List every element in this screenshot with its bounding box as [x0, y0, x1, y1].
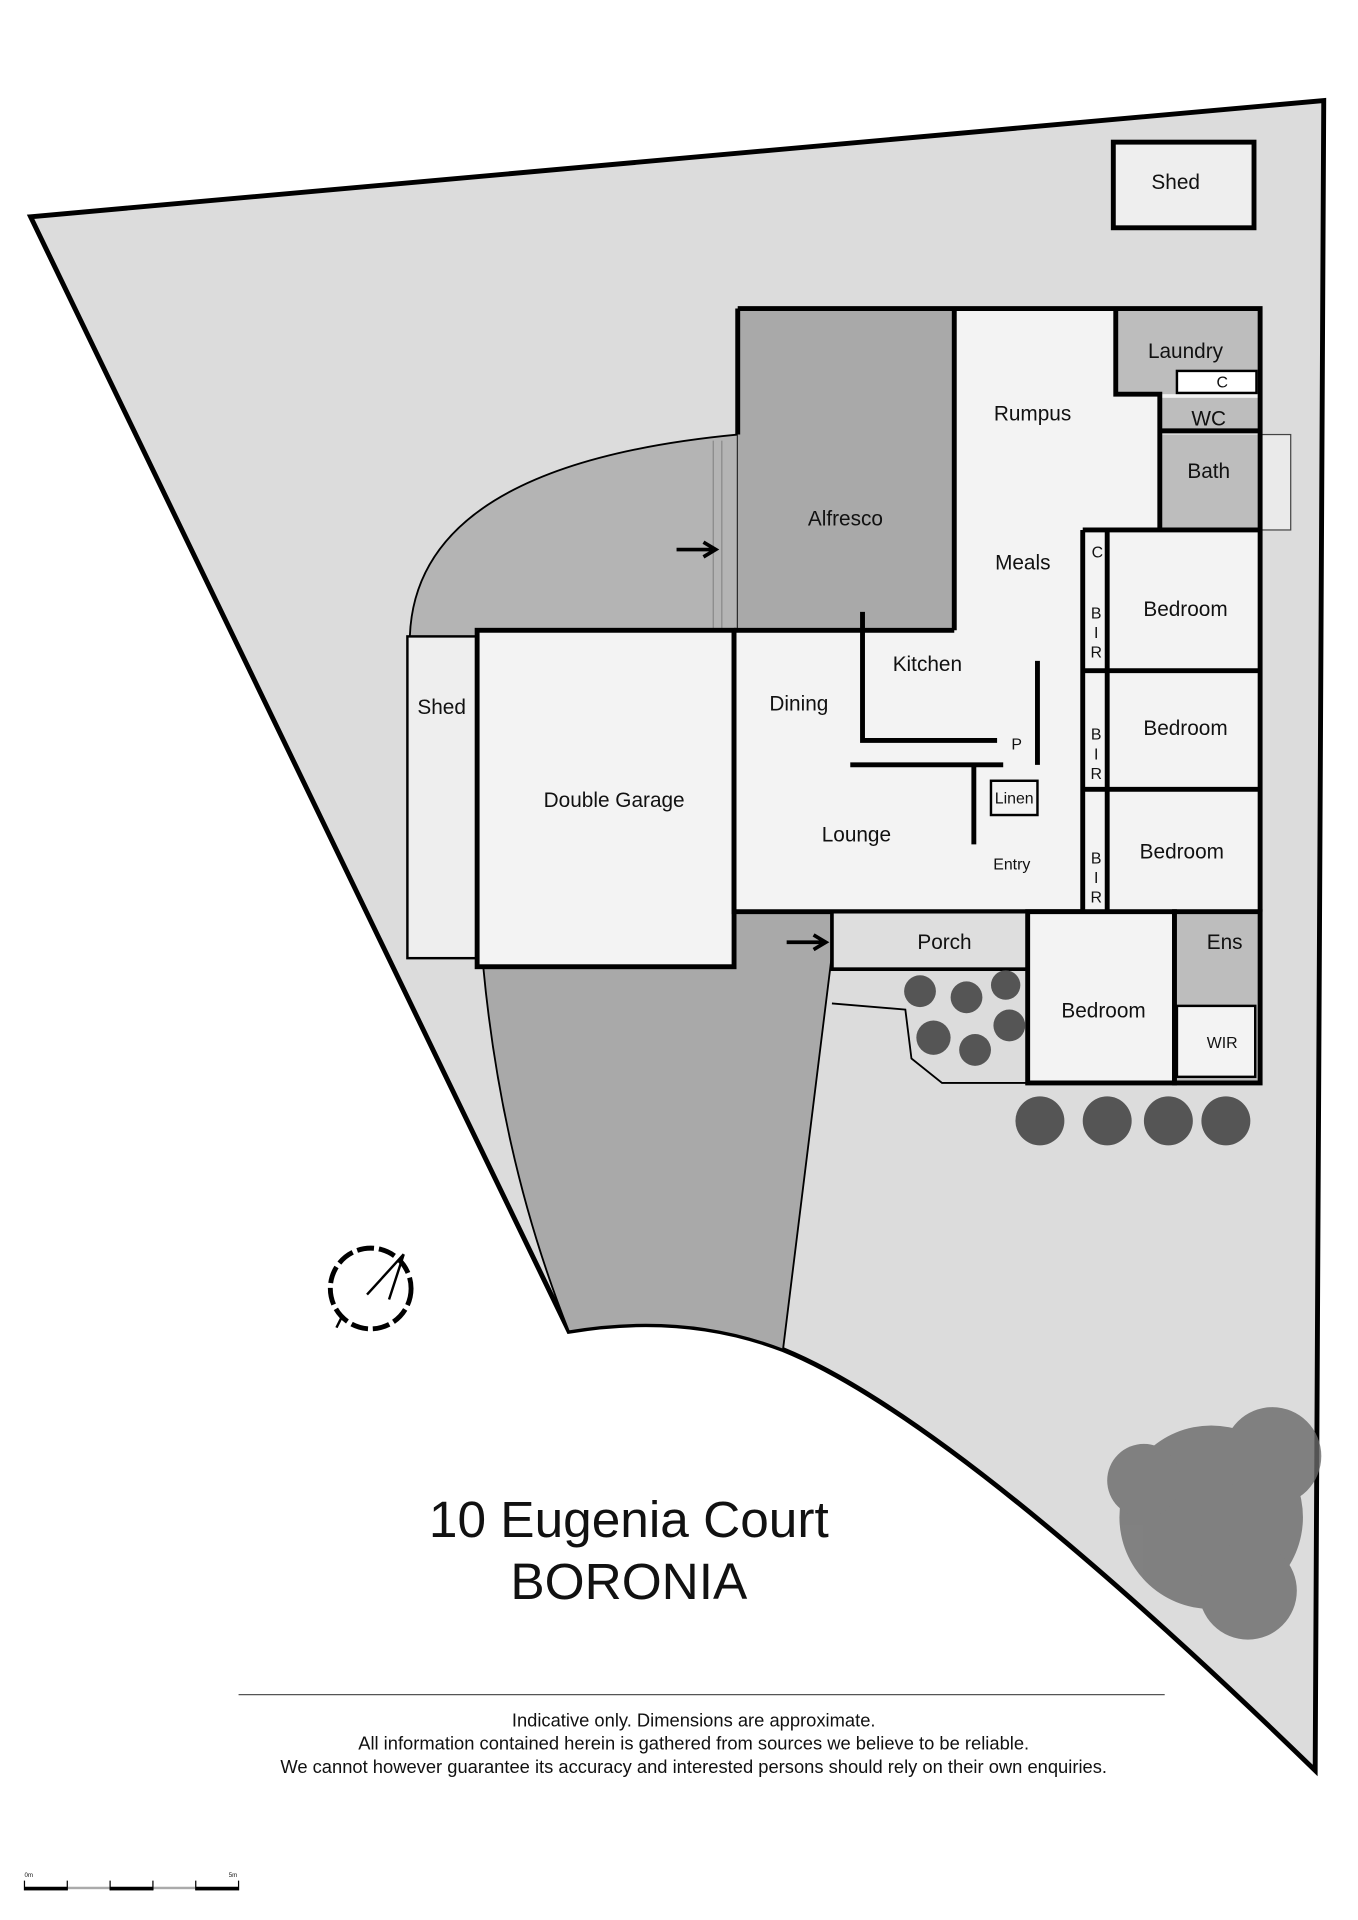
label-meals-cupboard: C: [1092, 544, 1103, 561]
label-linen: Linen: [995, 790, 1034, 807]
label-bath: Bath: [1187, 460, 1230, 483]
disclaimer-line-1: Indicative only. Dimensions are approxim…: [512, 1709, 876, 1730]
label-wir: WIR: [1207, 1035, 1238, 1052]
label-lounge: Lounge: [822, 823, 891, 846]
label-laundry-cupboard: C: [1216, 374, 1227, 391]
label-porch: Porch: [917, 931, 971, 954]
label-bedroom-1: Bedroom: [1143, 598, 1227, 621]
label-laundry: Laundry: [1148, 340, 1224, 363]
label-wc: WC: [1191, 407, 1226, 430]
scale-start: 0m: [24, 1872, 33, 1879]
label-bir-1: I: [1094, 625, 1098, 642]
label-bir-3: I: [1094, 870, 1098, 887]
label-ensuite: Ens: [1207, 931, 1243, 954]
house-interior: [734, 308, 1261, 912]
side-shed: [406, 635, 479, 960]
label-shed-top: Shed: [1151, 171, 1200, 194]
paved-area: [408, 433, 739, 638]
label-bir-3: R: [1090, 889, 1101, 906]
label-bedroom-3: Bedroom: [1140, 840, 1224, 863]
label-alfresco: Alfresco: [808, 508, 883, 531]
tree: [1107, 1407, 1322, 1640]
scale-bar: 0m 5m: [23, 1872, 240, 1891]
label-bir-1: R: [1090, 645, 1101, 662]
label-kitchen: Kitchen: [893, 653, 962, 676]
address-street: 10 Eugenia Court: [429, 1490, 829, 1548]
label-bedroom-main: Bedroom: [1061, 999, 1145, 1022]
label-bir-2: B: [1091, 727, 1102, 744]
label-bir-1: B: [1091, 606, 1102, 623]
top-shed: [1110, 139, 1257, 231]
north-arrow-icon: [327, 1245, 414, 1332]
label-bir-2: R: [1090, 766, 1101, 783]
label-meals: Meals: [995, 552, 1050, 575]
shrubs: [904, 970, 1251, 1146]
label-bir-2: I: [1094, 746, 1098, 763]
disclaimer-line-3: We cannot however guarantee its accuracy…: [280, 1756, 1107, 1777]
label-bir-3: B: [1091, 850, 1102, 867]
label-entry: Entry: [993, 856, 1030, 873]
bedroom-main-room: [1025, 909, 1177, 1086]
driveway: [482, 910, 833, 1351]
label-shed-side: Shed: [417, 696, 466, 719]
label-bedroom-2: Bedroom: [1143, 717, 1227, 740]
double-garage-room: [474, 627, 737, 970]
porch-area: [830, 909, 1030, 972]
label-rumpus: Rumpus: [994, 402, 1071, 425]
scale-end: 5m: [229, 1872, 238, 1879]
alfresco-area: [737, 308, 955, 631]
label-double-garage: Double Garage: [544, 789, 685, 812]
disclaimer-line-2: All information contained herein is gath…: [358, 1733, 1029, 1754]
label-dining: Dining: [769, 692, 828, 715]
address-suburb: BORONIA: [510, 1552, 748, 1610]
label-pantry: P: [1011, 736, 1022, 753]
